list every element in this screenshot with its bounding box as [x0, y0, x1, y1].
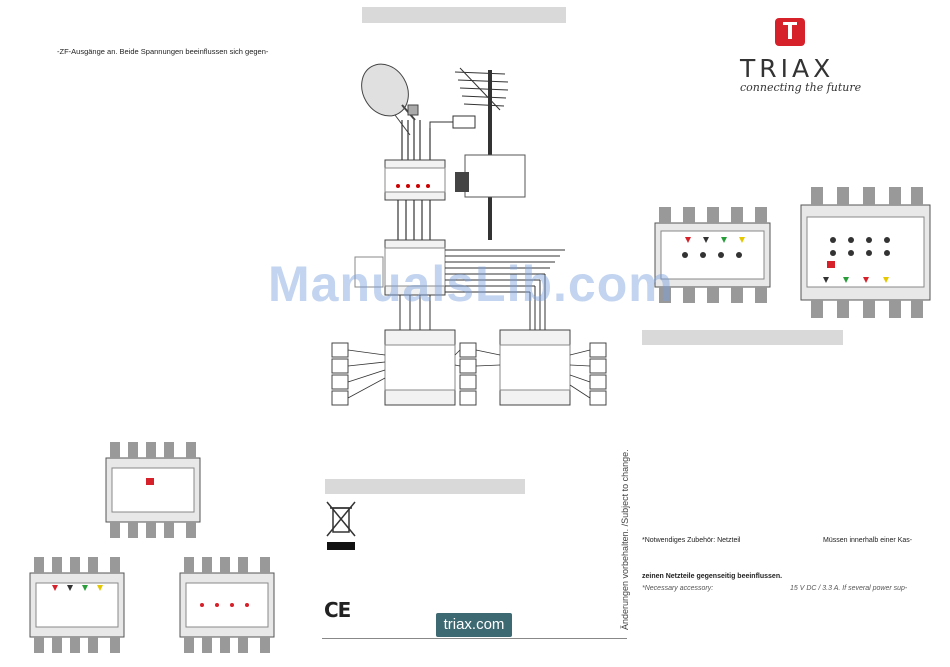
- triax-website-button[interactable]: triax.com: [436, 613, 512, 637]
- psu-influence-text: zeinen Netzteile gegenseitig beeinflusse…: [642, 573, 783, 580]
- footer-divider: [322, 638, 627, 639]
- power-en: 15 V DC / 3.3 A. If several power sup-: [790, 585, 908, 592]
- installation-diagram: [331, 63, 607, 406]
- intro-text-line: -ZF-Ausgänge an. Beide Spannungen beeinf…: [57, 47, 269, 56]
- multiswitch-image-right-a: [654, 207, 771, 303]
- crossed-out-bin-icon: [326, 501, 356, 550]
- multiswitch-image-left: [29, 557, 125, 653]
- section-header-bar-top: [362, 7, 566, 23]
- section-header-bar-right: [642, 330, 843, 345]
- triax-logo-icon: [775, 18, 805, 46]
- brand-tagline: connecting the future: [740, 81, 862, 94]
- multiswitch-image-right-b: [800, 187, 931, 318]
- watermark: ManualsLib.com: [268, 256, 674, 312]
- multiswitch-image-right: [179, 557, 275, 653]
- brand-name: TRIAX: [740, 54, 835, 83]
- section-header-bar-disposal: [325, 479, 525, 494]
- ce-mark: CE: [324, 598, 351, 622]
- subject-to-change-note: Änderungen vorbehalten. /Subject to chan…: [620, 449, 630, 630]
- must-within-text: Müssen innerhalb einer Kas-: [823, 537, 913, 544]
- multiswitch-image-top: [105, 442, 201, 538]
- accessory-de: *Notwendiges Zubehör: Netzteil: [642, 537, 741, 544]
- accessory-en: *Necessary accessory:: [642, 585, 714, 592]
